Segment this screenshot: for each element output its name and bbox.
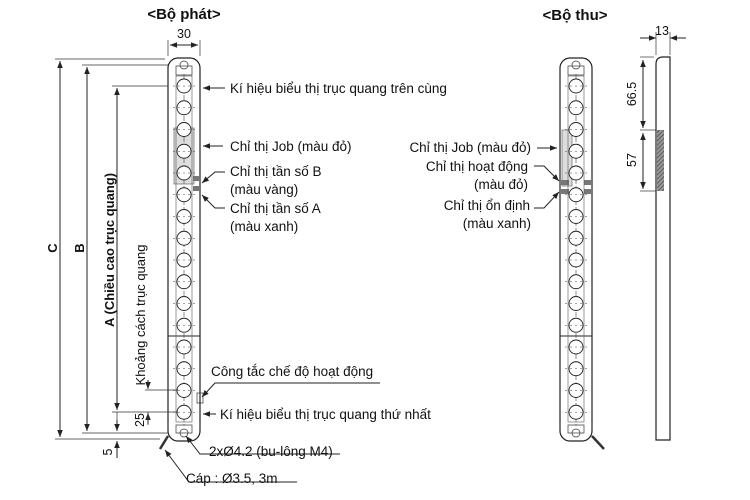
operation-indicator-label: Chỉ thị hoạt động (426, 159, 528, 174)
stable-indicator-label: Chỉ thị ổn định (444, 198, 530, 213)
dimension-a-label: A (Chiều cao trục quang) (102, 173, 117, 327)
receiver-body (559, 57, 605, 450)
dimension-b: B (72, 243, 87, 252)
emitter-callout-lines (164, 85, 380, 483)
freq-a-indicator-label: Chỉ thị tần số A (230, 201, 321, 216)
emitter-job-indicator-label: Chỉ thị Job (màu đỏ) (230, 139, 352, 154)
bottom-offset-dimension: 5 (101, 448, 115, 455)
freq-a-color-label: (màu xanh) (230, 219, 298, 234)
cable-label: Cáp : Ø3.5, 3m (186, 471, 278, 486)
freq-b-indicator-label: Chỉ thị tần số B (230, 164, 322, 179)
pitch-label: Khoảng cách trục quang (133, 245, 148, 386)
mode-switch-label: Công tắc chế độ hoạt động (211, 364, 373, 379)
receiver-job-indicator-label: Chỉ thị Job (màu đỏ) (409, 140, 531, 155)
receiver-title: <Bộ thu> (542, 7, 607, 24)
freq-b-color-label: (màu vàng) (230, 182, 298, 197)
side-view (640, 32, 686, 441)
operation-color-label: (màu đỏ) (474, 177, 528, 192)
pitch-dimension: 25 (133, 413, 147, 427)
receiver-callout-lines (534, 145, 560, 209)
stable-color-label: (màu xanh) (463, 216, 531, 231)
emitter-body (158, 57, 204, 450)
emitter-title: <Bộ phát> (147, 6, 221, 23)
dimension-c: C (45, 243, 60, 253)
height-dimension-lines (55, 58, 178, 458)
indicator-length-dimension: 57 (625, 153, 639, 167)
top-offset-dimension: 66.5 (625, 82, 639, 106)
width-dimension: 30 (177, 27, 191, 41)
bolt-label: 2xØ4.2 (bu-lông M4) (209, 444, 333, 459)
first-axis-mark-label: Kí hiệu biểu thị trục quang thứ nhất (220, 407, 431, 422)
top-axis-mark-label: Kí hiệu biểu thị trục quang trên cùng (230, 81, 447, 96)
depth-dimension: 13 (655, 24, 669, 38)
